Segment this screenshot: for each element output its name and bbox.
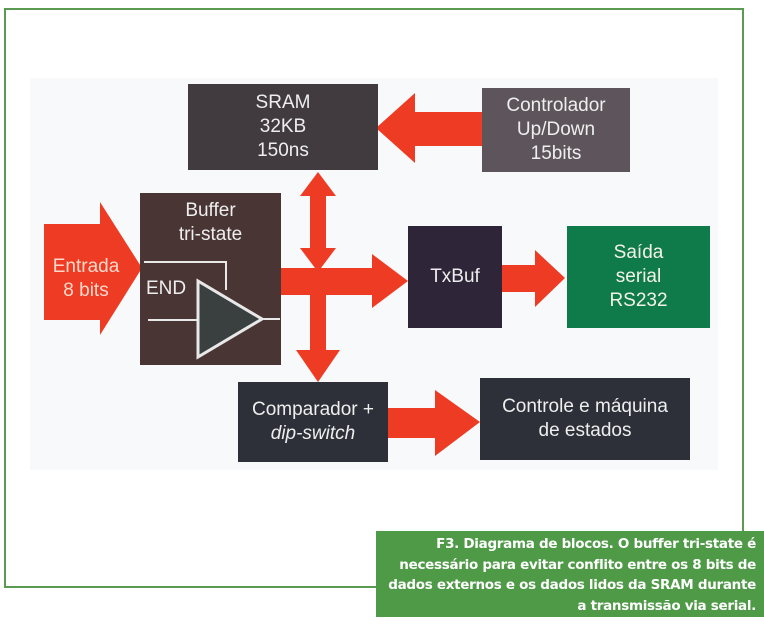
block-saida-serial: Saída serial RS232 [567,226,710,328]
block-controlador: Controlador Up/Down 15bits [482,88,630,172]
entrada-label: Entrada 8 bits [40,255,132,303]
block-comparador: Comparador + dip-switch [238,382,388,462]
sram-label-1: SRAM [255,92,311,113]
entrada-label-1: Entrada [52,256,120,277]
controlador-label-1: Controlador [506,95,606,116]
arrow-buffer-to-txbuf [281,254,408,308]
arrow-txbuf-to-saida [502,250,565,307]
controlador-label-2: Up/Down [516,119,596,140]
maquina-label-1: Controle e máquina [502,396,668,417]
figure-frame [4,8,744,588]
txbuf-label: TxBuf [430,266,480,287]
saida-label-2: serial [615,266,662,287]
saida-label-1: Saída [613,242,664,263]
saida-label-3: RS232 [609,290,668,311]
block-maquina-estados: Controle e máquina de estados [480,378,690,460]
arrow-entrada [44,202,142,335]
arrow-bus-sram-bidirectional [300,172,336,272]
block-txbuf: TxBuf [408,226,502,328]
tri-state-buffer-symbol-icon [144,261,280,360]
arrow-controlador-to-sram [376,93,482,163]
controlador-label-3: 15bits [530,143,582,164]
arrow-comparador-to-maquina [388,390,480,456]
arrow-bus-to-comparador [296,290,340,382]
comparador-label-2: dip-switch [270,423,356,444]
sram-label-2: 32KB [259,116,307,137]
block-sram: SRAM 32KB 150ns [188,84,378,170]
buffer-enable-label: END [146,278,187,299]
buffer-label-2: tri-state [178,224,243,245]
figure-caption: F3. Diagrama de blocos. O buffer tri-sta… [376,531,764,617]
sram-label-3: 150ns [257,140,309,161]
buffer-label-1: Buffer [185,200,236,221]
maquina-label-2: de estados [538,420,632,441]
comparador-label-1: Comparador + [252,399,374,420]
entrada-label-2: 8 bits [63,280,109,301]
